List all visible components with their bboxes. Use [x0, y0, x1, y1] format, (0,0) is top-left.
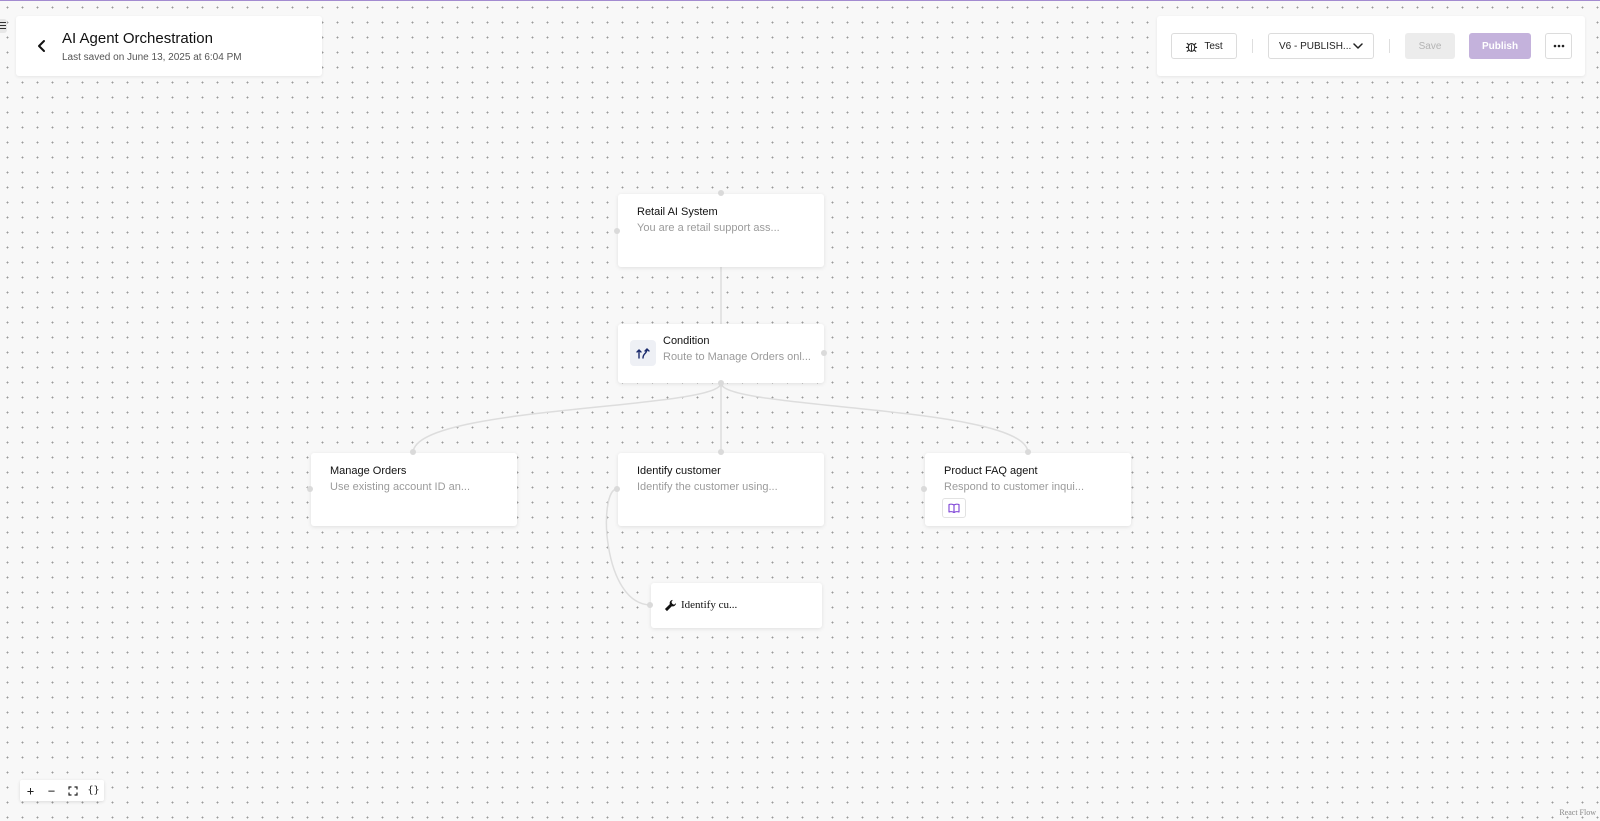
zoom-out-button[interactable]: −: [47, 783, 56, 798]
flow-controls: + − {}: [20, 780, 104, 801]
node-title: Product FAQ agent: [944, 465, 1038, 477]
edge-condition-product-faq: [720, 382, 1029, 454]
last-saved-text: Last saved on June 13, 2025 at 6:04 PM: [62, 52, 242, 63]
node-handle[interactable]: [410, 449, 416, 455]
top-accent-line: [0, 0, 1600, 1]
version-select[interactable]: V6 - PUBLISH...: [1268, 33, 1374, 59]
node-product-faq-agent[interactable]: Product FAQ agent Respond to customer in…: [925, 453, 1131, 526]
node-handle[interactable]: [821, 350, 827, 356]
node-identify-customer[interactable]: Identify customer Identify the customer …: [618, 453, 824, 526]
node-description: Respond to customer inqui...: [944, 481, 1085, 493]
toolbar-divider: [1389, 39, 1390, 53]
node-handle[interactable]: [718, 190, 724, 196]
chevron-left-icon: [38, 40, 45, 52]
react-flow-attribution[interactable]: React Flow: [1559, 808, 1596, 817]
node-title: Identify customer: [637, 465, 721, 477]
condition-icon: [630, 340, 656, 366]
bug-icon: [1186, 42, 1198, 52]
node-handle[interactable]: [718, 380, 724, 386]
toolbar-divider: [1252, 39, 1253, 53]
edge-identify-tool: [605, 488, 652, 606]
node-handle[interactable]: [921, 486, 927, 492]
wrench-icon: [664, 599, 677, 612]
version-select-label: V6 - PUBLISH...: [1279, 40, 1352, 52]
edge-condition-manage-orders: [412, 382, 722, 454]
test-button[interactable]: Test: [1171, 33, 1237, 59]
more-options-button[interactable]: [1545, 33, 1572, 59]
fit-view-icon: [67, 785, 78, 796]
node-handle[interactable]: [647, 602, 653, 608]
page-title: AI Agent Orchestration: [62, 30, 213, 47]
node-handle[interactable]: [614, 486, 620, 492]
node-handle[interactable]: [718, 449, 724, 455]
node-description: Route to Manage Orders onl...: [663, 351, 811, 363]
node-description: You are a retail support ass...: [637, 222, 780, 234]
sidebar-toggle-icon[interactable]: [0, 19, 7, 33]
more-horizontal-icon: [1553, 44, 1564, 48]
fit-view-button[interactable]: [62, 780, 83, 801]
node-title: Condition: [663, 335, 710, 347]
publish-button[interactable]: Publish: [1469, 33, 1531, 59]
node-handle[interactable]: [307, 486, 313, 492]
node-identify-customer-tool[interactable]: Identify cu...: [651, 583, 822, 628]
node-description: Identify the customer using...: [637, 481, 778, 493]
node-title: Identify cu...: [681, 599, 738, 611]
back-button[interactable]: [32, 36, 52, 56]
chevron-down-icon: [1353, 42, 1363, 49]
node-title: Retail AI System: [637, 206, 718, 218]
node-condition[interactable]: Condition Route to Manage Orders onl...: [618, 324, 824, 383]
knowledge-book-icon[interactable]: [942, 498, 966, 518]
node-retail-ai-system[interactable]: Retail AI System You are a retail suppor…: [618, 194, 824, 267]
node-handle[interactable]: [614, 228, 620, 234]
node-title: Manage Orders: [330, 465, 407, 477]
header-card: [16, 16, 322, 76]
node-handle[interactable]: [1025, 449, 1031, 455]
node-description: Use existing account ID an...: [330, 481, 471, 493]
node-manage-orders[interactable]: Manage Orders Use existing account ID an…: [311, 453, 517, 526]
save-button[interactable]: Save: [1405, 33, 1455, 59]
zoom-in-button[interactable]: +: [26, 783, 35, 798]
test-button-label: Test: [1204, 40, 1223, 52]
code-view-button[interactable]: {}: [87, 785, 100, 796]
